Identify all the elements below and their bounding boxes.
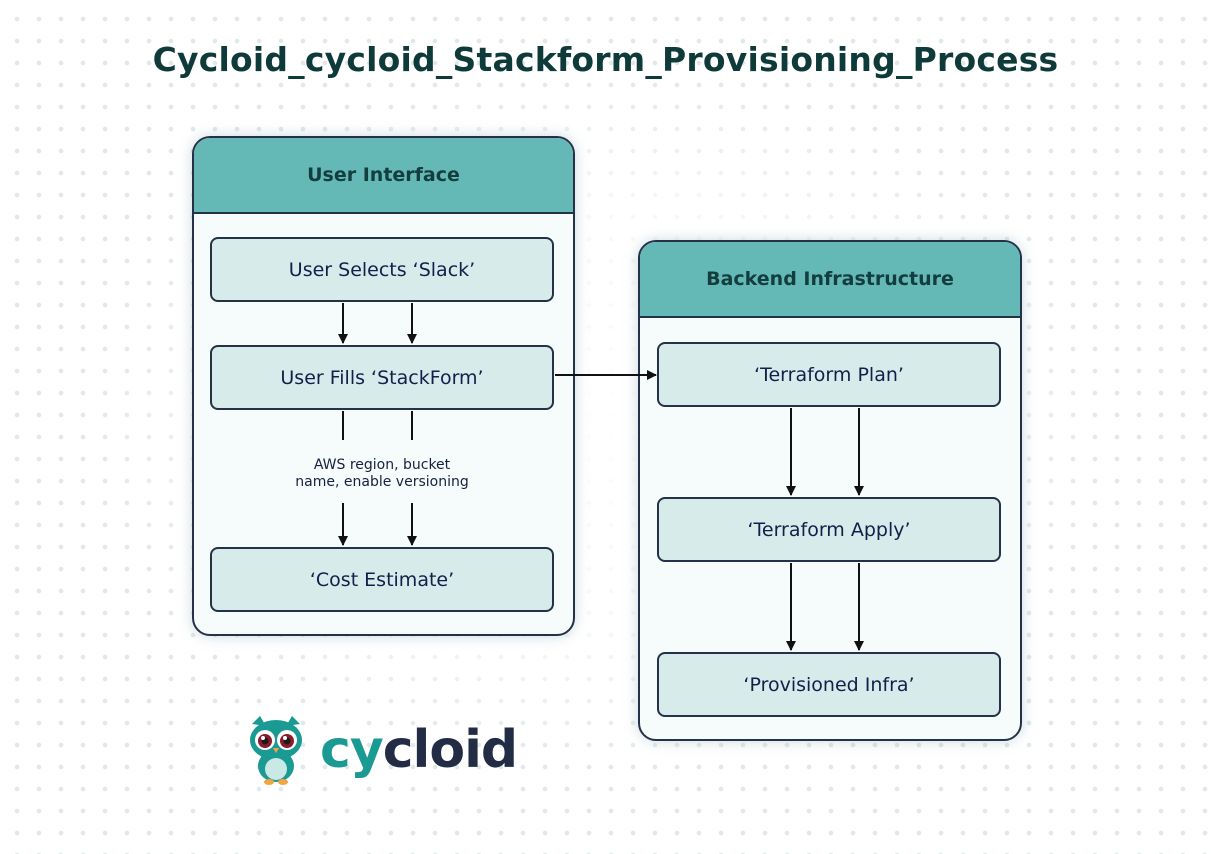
node-cost-estimate: ‘Cost Estimate’ — [210, 547, 554, 612]
node-terraform-plan: ‘Terraform Plan’ — [657, 342, 1001, 407]
panel-header-backend-infrastructure: Backend Infrastructure — [640, 242, 1020, 318]
page-title: Cycloid_cycloid_Stackform_Provisioning_P… — [152, 40, 1059, 79]
logo-wordmark-cy: cy — [320, 720, 384, 780]
owl-mascot-icon — [250, 716, 302, 785]
cycloid-logo: cycloid — [246, 714, 518, 786]
node-provisioned-infra: ‘Provisioned Infra’ — [657, 652, 1001, 717]
logo-wordmark-cloid: cloid — [382, 720, 518, 780]
edge-label-stackform-params: AWS region, bucket name, enable versioni… — [295, 457, 469, 490]
panel-header-user-interface: User Interface — [194, 138, 573, 214]
node-user-selects-slack: User Selects ‘Slack’ — [210, 237, 554, 302]
node-terraform-apply: ‘Terraform Apply’ — [657, 497, 1001, 562]
logo-wordmark: cycloid — [320, 724, 518, 776]
node-user-fills-stackform: User Fills ‘StackForm’ — [210, 345, 554, 410]
